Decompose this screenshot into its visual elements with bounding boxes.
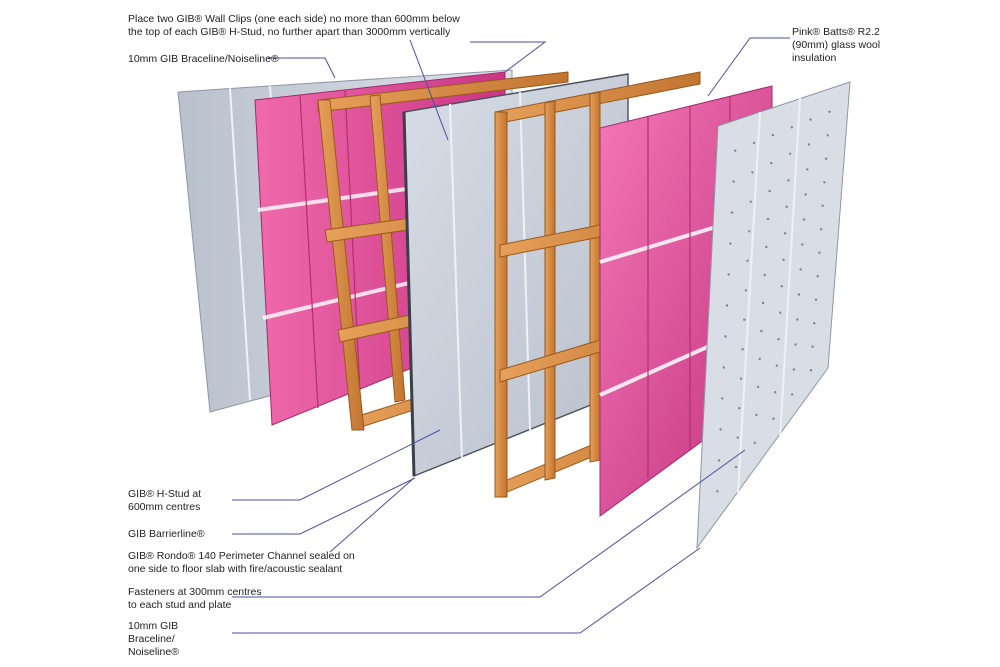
fastener-dot	[770, 161, 773, 165]
fastener-dot	[774, 391, 777, 394]
fastener-dot	[819, 228, 823, 231]
leader-wall-clips-b	[470, 41, 547, 73]
fastener-dot	[818, 251, 821, 254]
label-rondo: GIB® Rondo® 140 Perimeter Channel sealed…	[128, 550, 355, 575]
fastener-dot	[806, 168, 809, 171]
label-braceline-bottom: 10mm GIB Braceline/ Noiseline®	[128, 620, 179, 658]
leader-fasteners	[232, 449, 746, 598]
fastener-dot	[824, 157, 828, 160]
fastener-dot	[732, 180, 735, 183]
fastener-dot	[792, 368, 796, 371]
fastener-dot	[724, 335, 727, 338]
fastener-dot	[768, 189, 771, 193]
leader-rondo	[329, 477, 415, 553]
leader-braceline-top	[268, 57, 336, 79]
fastener-dot	[722, 366, 725, 369]
fastener-dot	[782, 258, 785, 261]
fastener-dots	[716, 110, 831, 493]
fastener-dot	[736, 436, 739, 439]
fastener-dot	[797, 293, 801, 296]
fastener-dot	[765, 245, 768, 249]
fastener-dot	[729, 242, 732, 245]
fastener-dot	[752, 141, 756, 145]
fastener-dot	[730, 211, 734, 214]
fastener-dot	[766, 217, 770, 221]
fastener-dot	[734, 465, 738, 469]
fastener-dot	[799, 268, 802, 271]
leader-h-stud	[232, 429, 441, 501]
front-braceline-board	[696, 81, 851, 550]
label-barrierline: GIB Barrierline®	[128, 528, 205, 540]
fastener-dot	[744, 289, 748, 292]
fastener-dot	[727, 273, 730, 276]
fastener-dot	[760, 329, 763, 333]
leader-braceline-bottom	[232, 547, 701, 634]
label-pink-batts: Pink® Batts® R2.2 (90mm) glass wool insu…	[792, 26, 881, 64]
fastener-dot	[771, 133, 775, 137]
leader-pink-batts	[707, 37, 790, 97]
fastener-dot	[811, 345, 814, 348]
fastener-dot	[748, 230, 751, 233]
fastener-dot	[804, 193, 807, 196]
fastener-dot	[790, 126, 793, 129]
fastener-dot	[775, 364, 778, 367]
fastener-dot	[743, 318, 746, 321]
fastener-dot	[777, 338, 780, 341]
fastener-dot	[787, 179, 790, 182]
label-braceline-top: 10mm GIB Braceline/Noiseline®	[128, 53, 279, 65]
fastener-dot	[772, 417, 775, 420]
fastener-dot	[738, 407, 741, 410]
fastener-dot	[741, 348, 744, 351]
fastener-dot	[779, 311, 782, 314]
fastener-dot	[756, 385, 760, 389]
leader-barrierline	[232, 477, 416, 535]
fastener-dot	[755, 413, 758, 417]
fastener-dot	[758, 357, 761, 361]
fastener-dot	[746, 259, 749, 262]
fastener-dot	[802, 218, 806, 221]
fastener-dot	[791, 393, 794, 396]
leader-lines	[232, 37, 790, 634]
fastener-dot	[780, 285, 783, 288]
fastener-dot	[821, 204, 824, 207]
fastener-dot	[823, 181, 826, 184]
fastener-dot	[809, 118, 812, 121]
fastener-dot	[788, 152, 792, 155]
label-fasteners: Fasteners at 300mm centres to each stud …	[128, 586, 262, 611]
fastener-dot	[739, 377, 743, 380]
fastener-dot	[751, 171, 754, 174]
fastener-dot	[809, 369, 813, 372]
fastener-dot	[734, 149, 737, 152]
fastener-dot	[719, 428, 722, 431]
fastener-dot	[813, 322, 816, 325]
fastener-dot	[753, 441, 756, 445]
fastener-dot	[794, 343, 797, 346]
label-h-stud: GIB® H-Stud at 600mm centres	[128, 488, 202, 513]
fastener-dot	[783, 232, 787, 235]
fastener-dot	[725, 304, 729, 307]
leader-wall-clips-a	[409, 39, 449, 141]
fastener-dot	[721, 397, 724, 400]
fastener-dot	[801, 243, 804, 246]
fastener-dot	[814, 298, 818, 301]
label-wall-clips: Place two GIB® Wall Clips (one each side…	[128, 13, 460, 38]
fastener-dot	[749, 200, 752, 203]
fastener-dot	[816, 275, 819, 278]
fastener-dot	[761, 301, 765, 305]
fastener-dot	[826, 134, 829, 137]
fastener-dot	[785, 205, 788, 208]
fastener-dot	[716, 490, 719, 493]
fastener-dot	[828, 110, 831, 114]
fastener-dot	[796, 318, 799, 321]
fastener-dot	[763, 273, 766, 277]
fastener-dot	[807, 143, 811, 146]
fastener-dot	[717, 459, 721, 462]
